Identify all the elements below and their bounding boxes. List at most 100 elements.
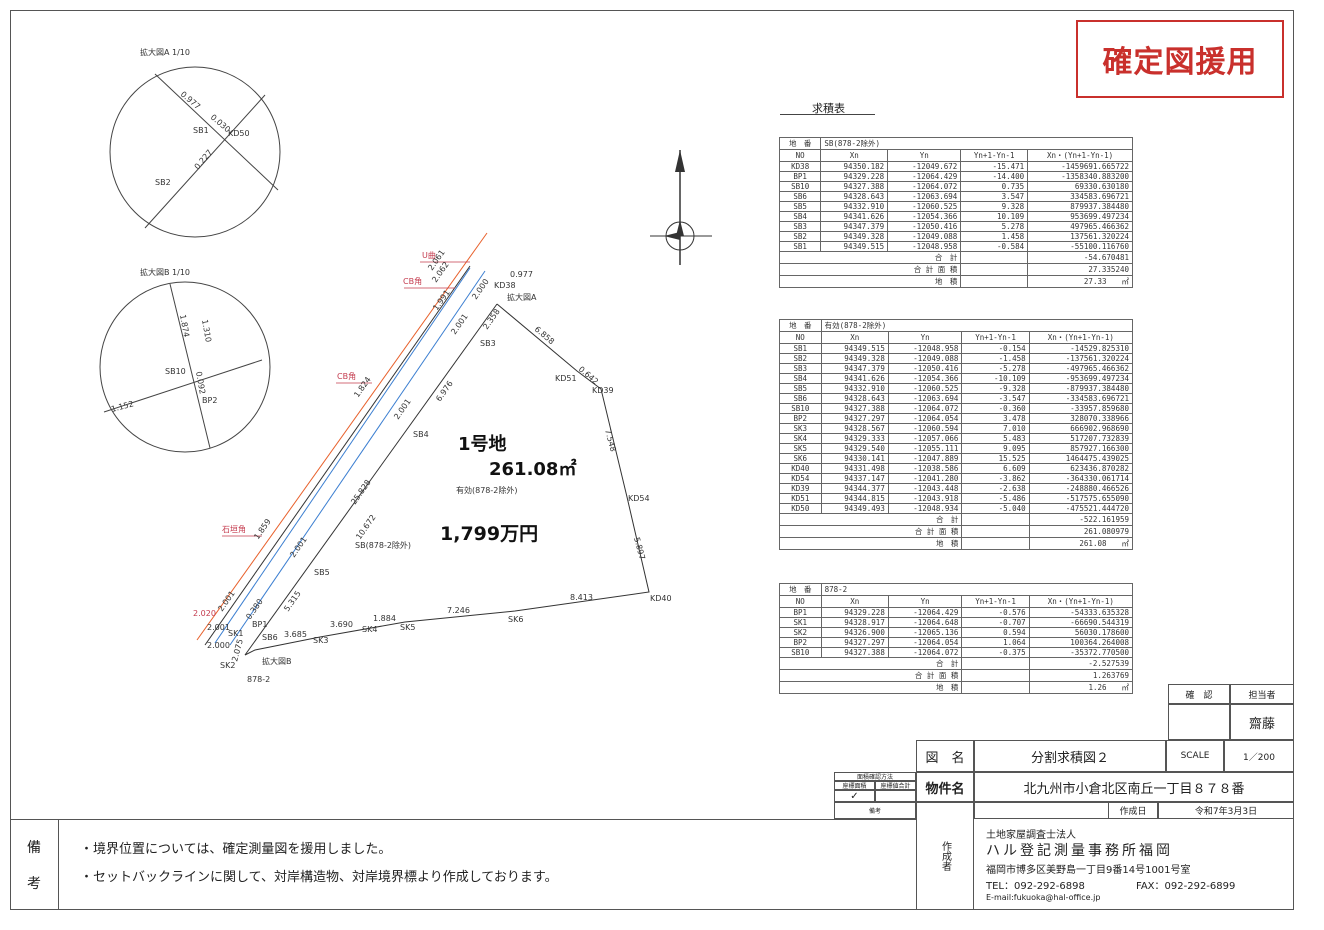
dim-2020: 2.020 <box>193 609 216 618</box>
table1-cell: SB6 <box>778 191 822 202</box>
table1-cell: SB10 <box>778 181 822 192</box>
scale-label: SCALE <box>1166 740 1224 772</box>
table2-cell: 94327.297 <box>820 413 889 424</box>
check-empty <box>875 790 916 802</box>
table2-cell: KD50 <box>779 503 822 514</box>
table1-cell: SB5 <box>778 201 822 212</box>
table3-cell: SK2 <box>779 627 822 638</box>
enlarge-circle-b <box>99 281 271 453</box>
table2-cell: 6.609 <box>961 463 1030 474</box>
table2-cell: SB4 <box>779 373 822 384</box>
calc-title-underline <box>780 114 875 115</box>
table2-cell: -0.154 <box>961 343 1030 354</box>
dim-0380: 0.380 <box>244 597 265 621</box>
pt-sk1: SK1 <box>228 629 243 638</box>
t1-lot-label: 地 番 <box>778 137 822 150</box>
north-arrow-icon <box>650 150 712 265</box>
table2-cell: 94347.379 <box>820 363 889 374</box>
check-title: 面積確認方法 <box>834 772 916 781</box>
check-method-2: 座標値合計 <box>875 781 916 790</box>
table2-cell: 623436.870282 <box>1028 463 1134 474</box>
table2-cell: -1.458 <box>961 353 1030 364</box>
table2-cell: -5.040 <box>961 503 1030 514</box>
table2-cell: 94331.498 <box>820 463 889 474</box>
pt-sb5: SB5 <box>314 568 330 577</box>
table2-cell: -14529.825310 <box>1028 343 1134 354</box>
table1-cell: 953699.497234 <box>1027 211 1133 222</box>
table1-cell: SB4 <box>778 211 822 222</box>
dim-2358: 2.358 <box>481 307 502 331</box>
dim-2001e: 2.001 <box>207 623 230 632</box>
table2-cell: SB2 <box>779 353 822 364</box>
label-u: U曲 <box>422 250 436 260</box>
table1-cell: -55100.116760 <box>1027 241 1133 252</box>
remarks-head: 備 考 <box>10 820 59 910</box>
table1-cell: KD38 <box>778 161 822 172</box>
table2-total-area-value: 261.080979 <box>1028 525 1134 538</box>
confirmed-stamp: 確定図援用 <box>1076 20 1284 98</box>
table1-cell: 137561.320224 <box>1027 231 1133 242</box>
dim-7246: 7.246 <box>447 606 470 615</box>
table2-cell: SK3 <box>779 423 822 434</box>
table1-cell: 94328.643 <box>820 191 889 202</box>
confirm-box <box>1168 704 1230 740</box>
table2-cell: 94344.815 <box>820 493 889 504</box>
table1-cell: 1.458 <box>960 231 1029 242</box>
t3-lot-value: 878-2 <box>820 583 1134 596</box>
table1-cell: SB2 <box>778 231 822 242</box>
dim-2001d: 2.001 <box>216 589 237 613</box>
dim-10672: 10.672 <box>354 513 377 541</box>
table2-cell: -12048.934 <box>887 503 963 514</box>
dim-a-0227: 0.227 <box>193 148 215 171</box>
dim-6976: 6.976 <box>434 379 455 403</box>
table1-sum-label: 合 計 <box>778 251 962 264</box>
dim-5897: 5.897 <box>632 536 647 560</box>
t2-lot-value: 有効(878-2除外) <box>820 319 1134 332</box>
table2-cell: 666902.968690 <box>1028 423 1134 434</box>
t1-lot-value: SB(878-2除外) <box>820 137 1133 150</box>
table3-land-area-label: 地 積 <box>778 681 963 694</box>
table3-cell: 94328.917 <box>820 617 889 628</box>
dim-a-0030: 0.030 <box>209 113 232 135</box>
table3-header-3: Yn+1-Yn-1 <box>961 595 1030 608</box>
table2-cell: KD40 <box>779 463 822 474</box>
label-cb1: CB角 <box>403 276 422 286</box>
table2-cell: 94349.515 <box>820 343 889 354</box>
table2-cell: 857927.166300 <box>1028 443 1134 454</box>
dim-3690: 3.690 <box>330 620 353 629</box>
table1-cell: -12054.366 <box>887 211 962 222</box>
table1-cell: 94350.182 <box>820 161 889 172</box>
table2-cell: 94328.567 <box>820 423 889 434</box>
remark-line-1: ・境界位置については、確定測量図を援用しました。 <box>80 842 392 857</box>
table2-cell: 517207.732839 <box>1028 433 1134 444</box>
table2-cell: KD51 <box>779 493 822 504</box>
pt-sk6: SK6 <box>508 615 523 624</box>
table1-cell: -12049.088 <box>887 231 962 242</box>
table3-cell: 1.064 <box>961 637 1030 648</box>
table2-cell: -33957.859680 <box>1028 403 1134 414</box>
table2-cell: -12049.088 <box>887 353 963 364</box>
table2-cell: -517575.655090 <box>1028 493 1134 504</box>
remarks-area: 備 考 ・境界位置については、確定測量図を援用しました。 ・セットバックラインに… <box>10 819 916 910</box>
table2-header-0: NO <box>779 331 822 344</box>
pt-enl-a: 拡大図A <box>507 292 537 302</box>
remark-line-2: ・セットバックラインに関して、対岸構造物、対岸境界標より作成しております。 <box>80 870 558 885</box>
drawing-frame <box>10 10 1294 910</box>
table2-cell: SK6 <box>779 453 822 464</box>
pt-bp2-b: BP2 <box>202 396 217 405</box>
